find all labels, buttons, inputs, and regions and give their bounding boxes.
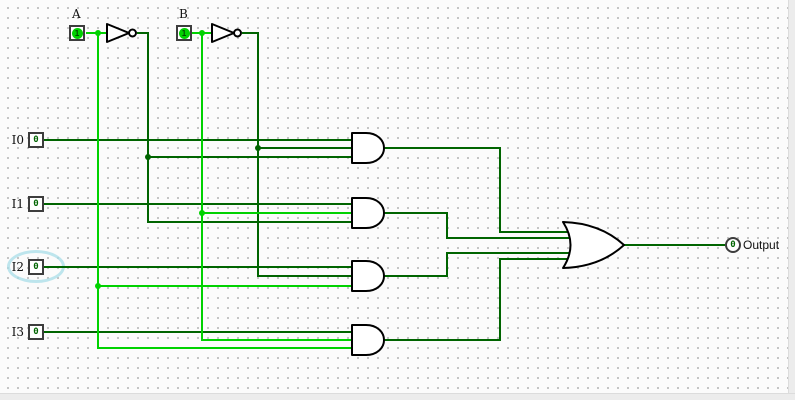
output-pin-label: Output [743, 238, 780, 252]
wire-and2-to-or[interactable] [384, 212, 574, 239]
wire-a[interactable] [86, 32, 352, 349]
pin-value-i0: 0 [33, 135, 39, 145]
wire-b[interactable] [192, 32, 352, 341]
pin-label-i0: I0 [11, 133, 24, 147]
pin-value-i1: 0 [33, 199, 39, 209]
pin-value-b: 1 [178, 27, 190, 39]
and-gate-1[interactable] [351, 132, 385, 164]
and-gate-3[interactable] [351, 260, 385, 292]
input-pin-b[interactable]: 1 [176, 25, 192, 41]
pin-value-output: 0 [730, 240, 736, 250]
wire-and3-to-or[interactable] [384, 252, 574, 277]
not-gate-b[interactable] [211, 23, 242, 43]
input-pin-a[interactable]: 1 [69, 25, 85, 41]
wire-junctions [95, 30, 261, 289]
and-gate-4[interactable] [351, 324, 385, 356]
wire-not-b-output[interactable] [242, 32, 352, 277]
horizontal-scrollbar-track[interactable] [0, 393, 795, 400]
or-gate[interactable] [562, 221, 625, 269]
and-gate-2[interactable] [351, 197, 385, 229]
pin-value-i2: 0 [33, 262, 39, 272]
pin-value-i3: 0 [33, 327, 39, 337]
wire-and4-to-or[interactable] [384, 258, 572, 341]
wire-and1-to-or[interactable] [384, 147, 572, 233]
input-pin-i0[interactable]: 0 [28, 132, 44, 148]
pin-label-i3: I3 [11, 325, 24, 339]
pin-label-a: A [72, 7, 81, 21]
pin-label-i2: I2 [11, 260, 24, 274]
input-pin-i3[interactable]: 0 [28, 324, 44, 340]
pin-label-b: B [179, 7, 188, 21]
input-pin-i1[interactable]: 0 [28, 196, 44, 212]
not-gate-a[interactable] [106, 23, 137, 43]
pin-label-i1: I1 [11, 197, 24, 211]
wire-not-a-output[interactable] [137, 32, 352, 223]
output-pin[interactable]: 0 [725, 237, 741, 253]
pin-value-a: 1 [71, 27, 83, 39]
input-pin-i2[interactable]: 0 [28, 259, 44, 275]
vertical-scrollbar-track[interactable] [788, 0, 795, 400]
